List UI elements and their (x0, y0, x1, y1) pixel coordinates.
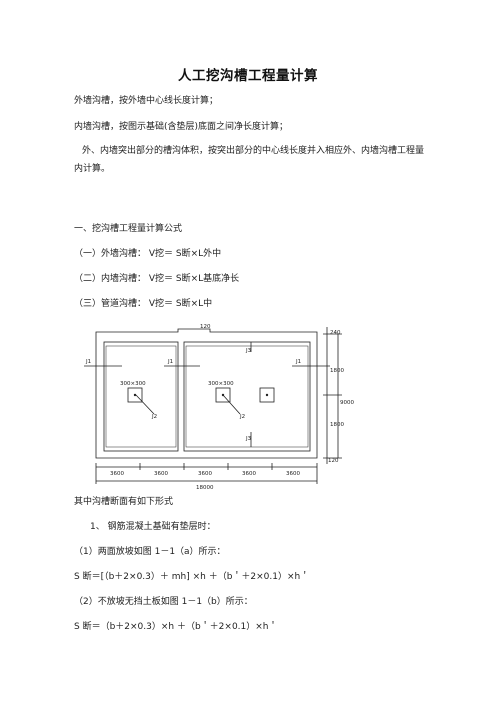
label-j1-mid: J1 (167, 359, 173, 365)
dim-240: 240 (330, 330, 341, 336)
section-forms-caption: 其中沟槽断面有如下形式 (74, 497, 174, 507)
dim-3600-2: 3600 (154, 471, 168, 477)
section1-heading: 一、挖沟槽工程量计算公式 (74, 224, 183, 234)
formula-inner-trench: （二）内墙沟槽： V挖＝ S断×L基底净长 (74, 274, 240, 284)
label-j1-right: J1 (295, 359, 301, 365)
label-size-left: 300×300 (120, 381, 146, 387)
label-j3-top: J3 (245, 348, 252, 354)
dim-3600-5: 3600 (286, 471, 300, 477)
case-two-side-slope: （1）两面放坡如图 1－1（a）所示： (74, 547, 226, 557)
label-j1-left: J1 (85, 359, 91, 365)
intro-paragraph-3-text: 外、内墙突出部分的槽沟体积，按突出部分的中心线长度并入相应外、内墙沟槽工程量内计… (74, 146, 425, 174)
outer-trench-outline (95, 328, 318, 459)
dim-3600-3: 3600 (198, 471, 212, 477)
intro-paragraph-3: 外、内墙突出部分的槽沟体积，按突出部分的中心线长度并入相应外、内墙沟槽工程量内计… (74, 142, 430, 178)
formula-no-slope: S 断＝（b＋2×0.3）×h ＋（b＇＋2×0.1）×h＇ (74, 622, 278, 632)
intro-paragraph-2: 内墙沟槽，按图示基础(含垫层)底面之间净长度计算； (74, 122, 289, 132)
dim-1800-bottom: 1800 (330, 422, 344, 428)
dim-3600-1: 3600 (110, 471, 124, 477)
label-j2-left: J2 (151, 414, 157, 420)
left-room-outline (103, 341, 179, 452)
column-pad-mid (215, 387, 231, 403)
dim-9000: 9000 (340, 400, 354, 406)
dim-120-top: 120 (200, 324, 211, 330)
formula-pipe-trench: （三）管道沟槽： V挖＝ S断×L中 (74, 299, 213, 309)
label-size-right: 300×300 (208, 381, 234, 387)
dim-18000: 18000 (196, 485, 214, 491)
case-no-slope: （2）不放坡无挡土板如图 1－1（b）所示： (74, 597, 253, 607)
right-room-outline (183, 341, 311, 452)
column-pad-left (127, 387, 143, 403)
label-j3-bottom: J3 (245, 436, 252, 442)
subheading-rc-foundation: 1、 钢筋混凝土基础有垫层时： (90, 522, 216, 532)
foundation-plan-drawing: J1 J1 J1 J2 J2 J3 J3 300×300 300×300 120… (84, 324, 354, 491)
dim-3600-4: 3600 (242, 471, 256, 477)
dim-1800-top: 1800 (330, 368, 344, 374)
formula-two-side-slope: S 断＝[（b＋2×0.3）＋ mh] ×h ＋（b＇＋2×0.1）×h＇ (74, 572, 310, 582)
label-j2-right: J2 (239, 414, 245, 420)
formula-outer-trench: （一）外墙沟槽： V挖＝ S断×L外中 (74, 249, 222, 259)
column-pad-right (259, 387, 275, 403)
page-title: 人工挖沟槽工程量计算 (178, 68, 318, 84)
intro-paragraph-1: 外墙沟槽，按外墙中心线长度计算； (74, 96, 219, 106)
dim-120-bottom: 120 (328, 458, 339, 464)
